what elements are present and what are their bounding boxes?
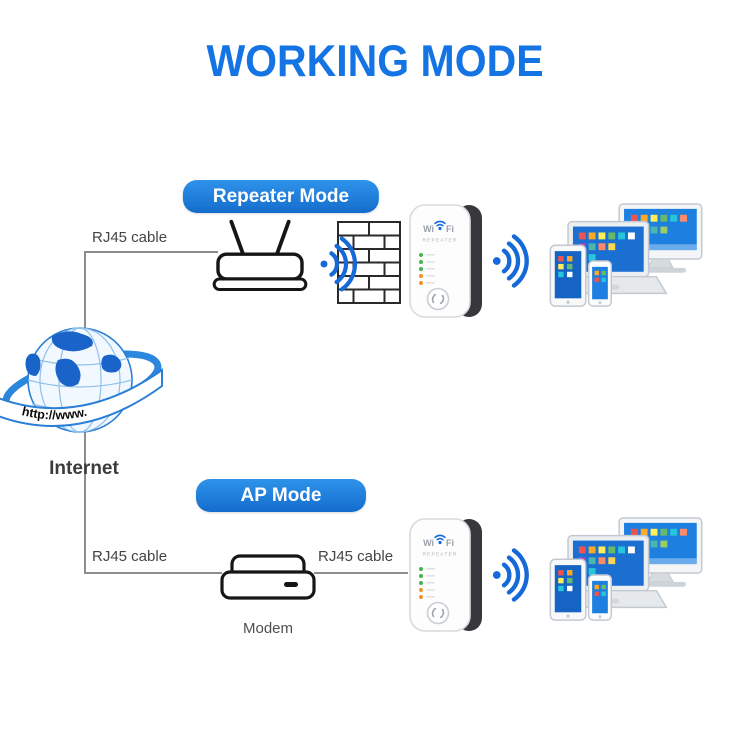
ap-mode-badge: AP Mode: [196, 479, 366, 512]
client-devices-icon-top: [548, 202, 706, 316]
internet-globe-icon: [0, 320, 164, 462]
wifi-repeater-device-bottom: [408, 517, 484, 633]
wifi-router-icon: [212, 216, 308, 300]
wifi-signal-icon-top: [490, 232, 548, 290]
wifi-signal-icon-bottom: [490, 546, 548, 604]
page-title: WORKING MODE: [206, 36, 544, 86]
wifi-repeater-device-top: [408, 203, 484, 319]
repeater-mode-badge: Repeater Mode: [182, 180, 380, 213]
rj45-label-ap-left: RJ45 cable: [92, 548, 168, 565]
cable-line-ap-left: [84, 572, 222, 574]
client-devices-icon-bottom: [548, 516, 706, 630]
internet-label: Internet: [49, 458, 119, 479]
cable-line-repeater-mode: [84, 251, 218, 253]
brick-wall-wifi-icon: [318, 220, 402, 306]
cable-line-ap-right: [314, 572, 408, 574]
rj45-label-ap-right: RJ45 cable: [318, 548, 394, 565]
rj45-label-repeater: RJ45 cable: [92, 229, 168, 246]
modem-icon: [218, 552, 318, 616]
modem-label: Modem: [242, 620, 294, 637]
